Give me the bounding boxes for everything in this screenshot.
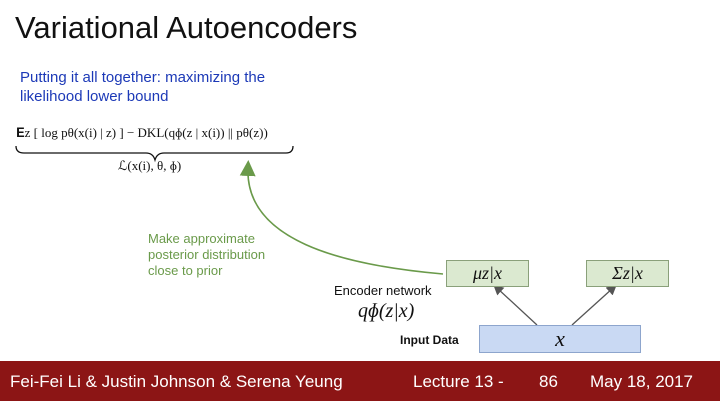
slide-subtitle: Putting it all together: maximizing the … <box>20 69 266 105</box>
encoder-label: Encoder network <box>334 283 432 298</box>
arrow-x-to-mu <box>493 284 538 326</box>
sigma-symbol: Σz|x <box>612 263 643 283</box>
input-box: x <box>479 325 641 353</box>
footer-date: May 18, 2017 <box>590 372 694 391</box>
encoder-formula: qɸ(z|x) <box>358 300 415 322</box>
footer-lecture: Lecture 13 - <box>413 372 504 391</box>
footer-authors: Fei-Fei Li & Justin Johnson & Serena Yeu… <box>10 372 343 391</box>
sigma-box: Σz|x <box>586 260 669 287</box>
kl-arrow <box>239 160 444 275</box>
footer-page-number: 86 <box>539 372 558 391</box>
input-symbol: x <box>555 326 565 351</box>
footer-bar: Fei-Fei Li & Justin Johnson & Serena Yeu… <box>0 361 720 401</box>
kl-annotation: Make approximate posterior distribution … <box>148 231 266 278</box>
mu-box: μz|x <box>446 260 529 287</box>
elbo-formula: 𝐄z [ log pθ(x(i) | z) ] − DKL(qɸ(z | x(i… <box>16 125 268 140</box>
input-data-label: Input Data <box>400 333 459 347</box>
underbrace <box>15 145 294 163</box>
arrow-x-to-sigma <box>571 284 617 326</box>
slide-title: Variational Autoencoders <box>15 10 358 45</box>
mu-symbol: μz|x <box>473 263 502 283</box>
lower-bound-label: ℒ(x(i), θ, ɸ) <box>118 158 182 173</box>
